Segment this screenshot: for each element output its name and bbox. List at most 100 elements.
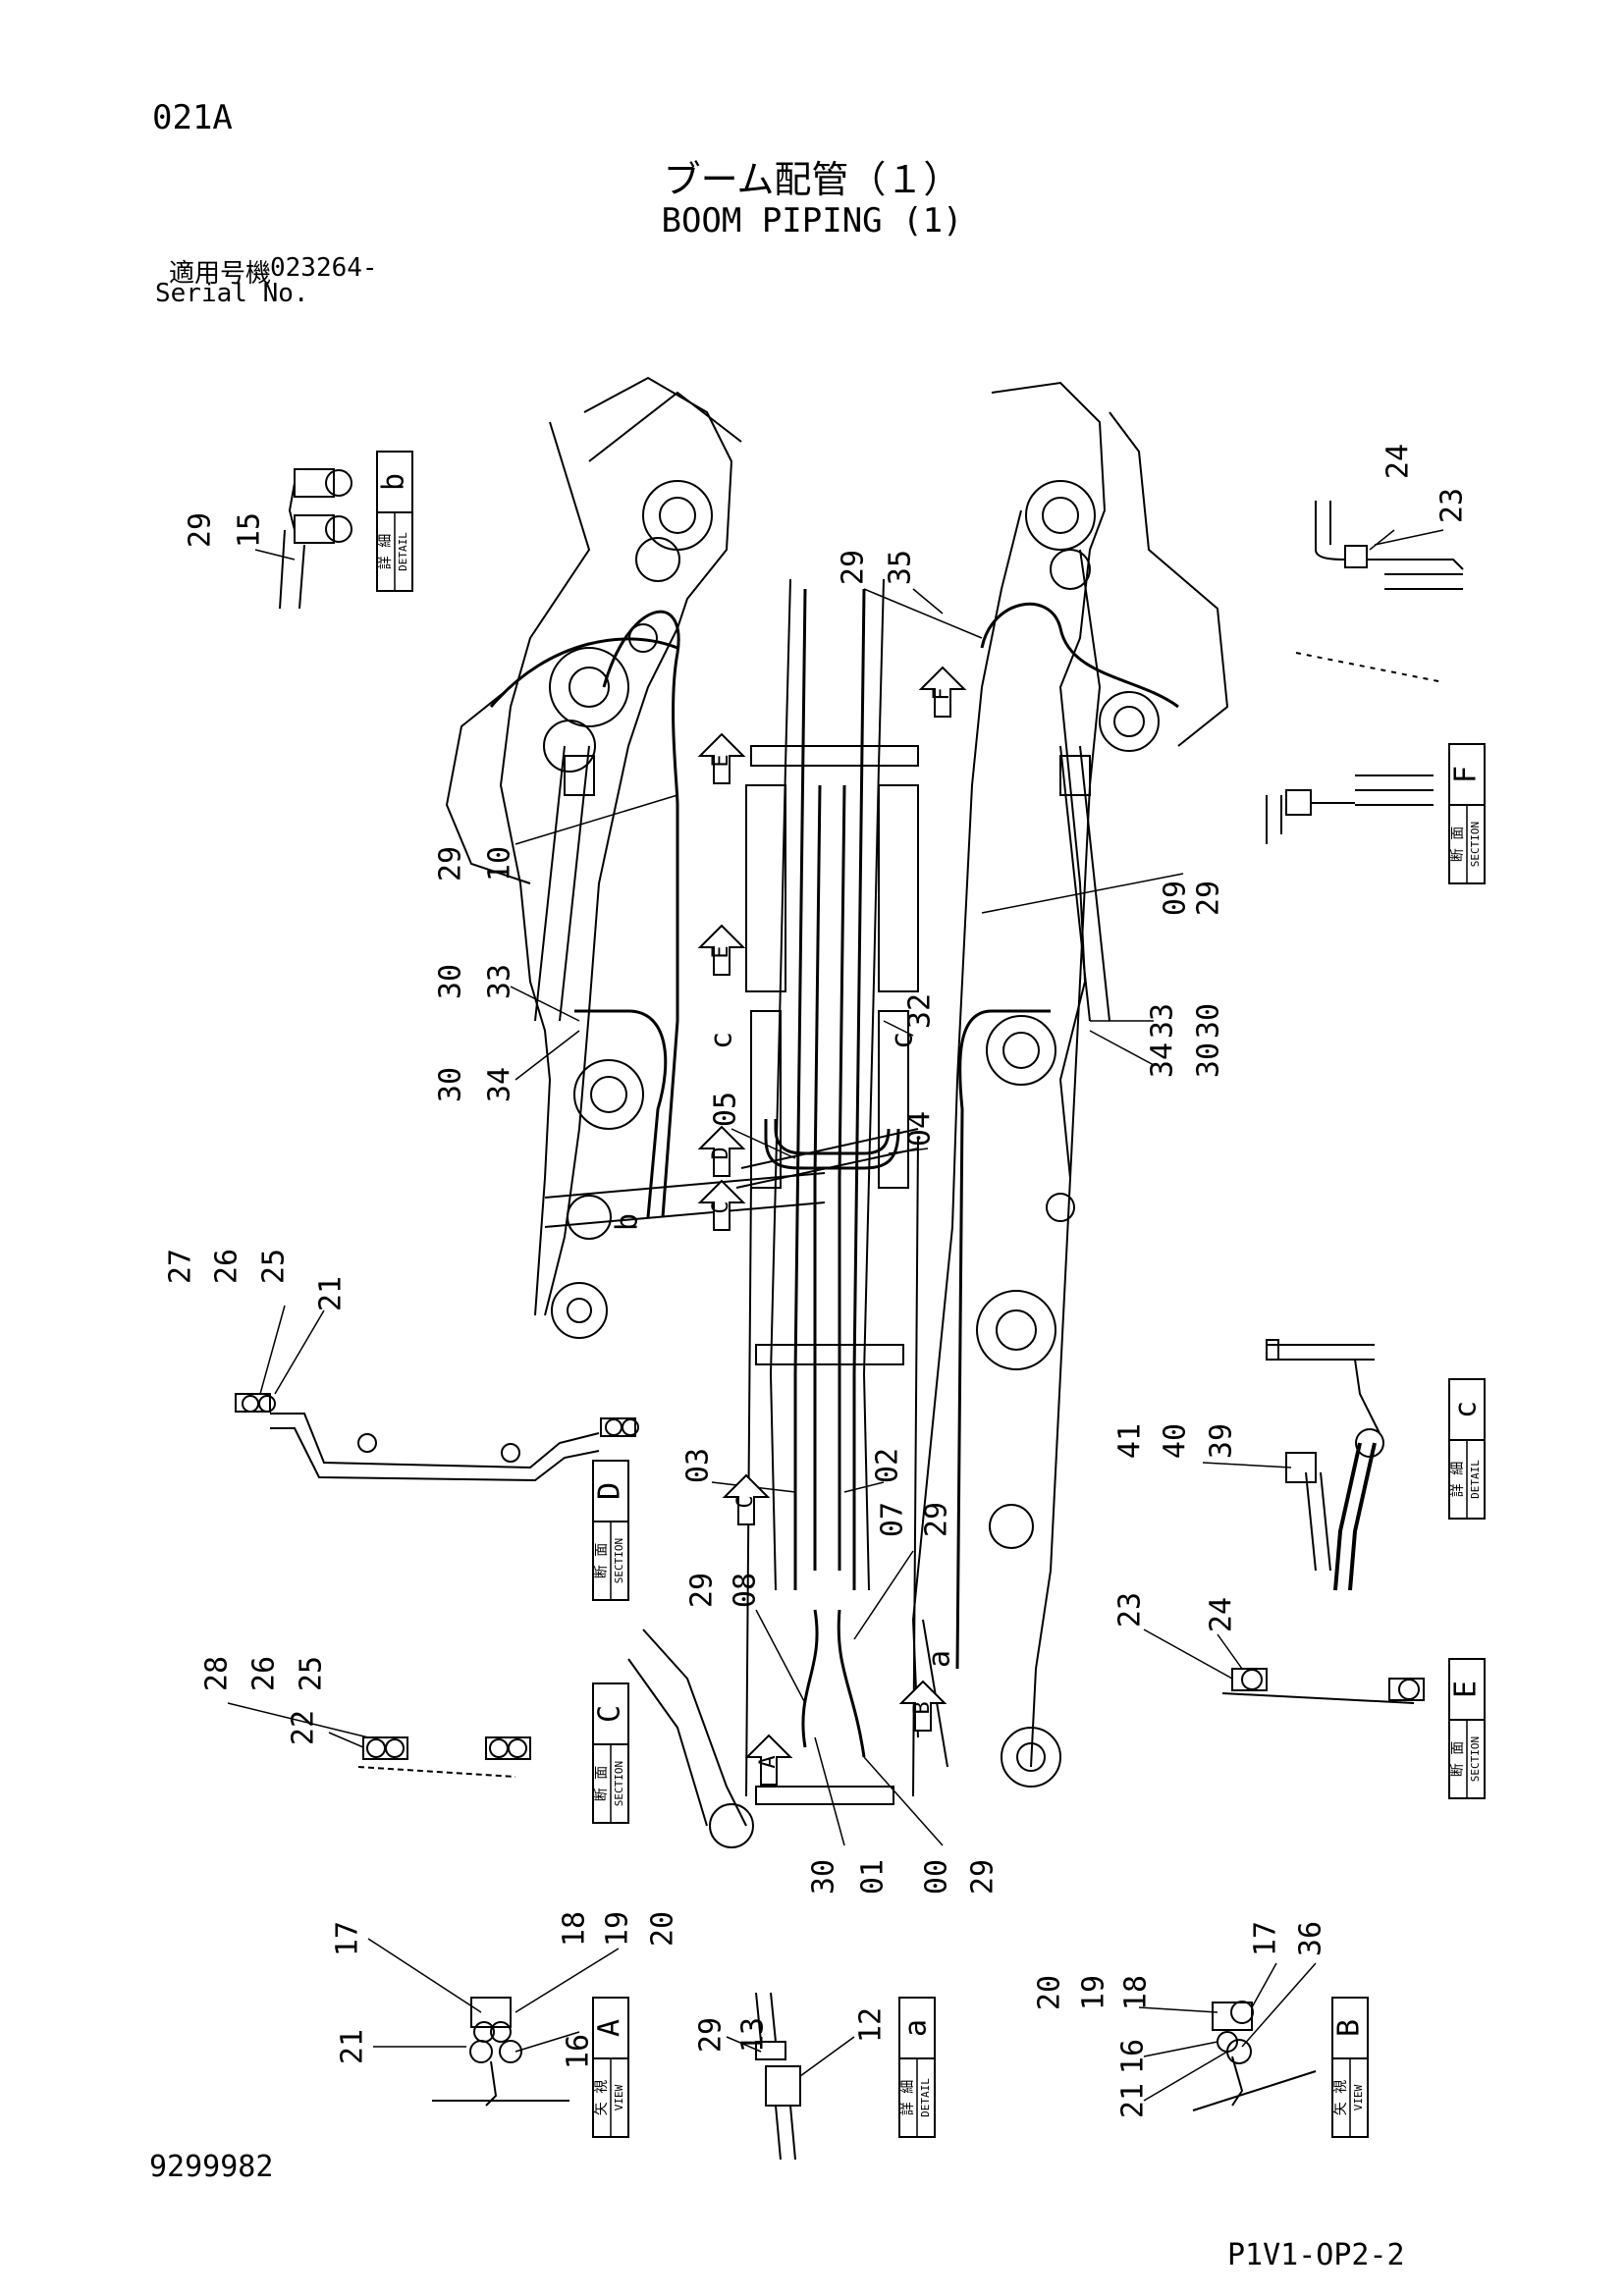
callout-number: 12 <box>854 2007 889 2043</box>
callout-number: 33 <box>483 964 517 999</box>
callout-number: 36 <box>1294 1921 1328 1956</box>
view-arrow-letter: E <box>709 754 733 767</box>
leader-line <box>981 873 1184 914</box>
leader-line <box>1143 2051 1228 2102</box>
title-box-letter: D <box>593 1482 627 1500</box>
callout-number: 29 <box>920 1502 954 1537</box>
view-arrow-C: C <box>722 1473 771 1525</box>
callout-number: 41 <box>1113 1423 1148 1459</box>
callout-number: 29 <box>184 512 218 548</box>
leader-line <box>1143 2041 1218 2057</box>
callout-number: 34 <box>1146 1042 1180 1078</box>
serial-number: 023264- <box>270 253 378 283</box>
callout-number: 32 <box>903 993 938 1029</box>
callout-number: 21 <box>1116 2083 1151 2118</box>
title-box-kind-en: VIEW <box>613 2084 625 2110</box>
title-box-letter: b <box>377 473 411 491</box>
callout-number: 03 <box>681 1448 716 1483</box>
callout-number: b <box>611 1213 645 1231</box>
leader-line <box>514 2031 580 2053</box>
callout-number: 29 <box>434 846 468 881</box>
callout-number: 02 <box>871 1448 905 1483</box>
callout-number: 30 <box>1192 1042 1226 1078</box>
callout-number: 23 <box>1113 1592 1148 1628</box>
callout-number: 27 <box>164 1249 198 1284</box>
title-box-kind-en: DETAIL <box>1469 1460 1482 1499</box>
callout-number: a <box>923 1650 957 1668</box>
callout-number: 19 <box>601 1911 635 1947</box>
detail-a-graphic <box>755 1992 801 2161</box>
view-arrow-D: D <box>697 1125 746 1177</box>
callout-number: 22 <box>287 1710 321 1745</box>
leader-line <box>328 1732 364 1748</box>
view-arrow-F: F <box>918 666 967 718</box>
leader-line <box>814 1736 845 1846</box>
title-box-letter: c <box>1449 1401 1484 1418</box>
title-box-kind-en: DETAIL <box>919 2078 932 2117</box>
leader-line <box>1143 1629 1233 1680</box>
callout-number: 10 <box>483 846 517 881</box>
leader-line <box>726 2036 762 2053</box>
callout-number: 29 <box>694 2017 729 2053</box>
leader-line <box>367 1938 482 2013</box>
right-boom-drawing <box>911 381 1229 1788</box>
title-box-kind-en: SECTION <box>613 1538 625 1583</box>
leader-line <box>514 1948 620 2013</box>
leader-line <box>1241 1962 1317 2048</box>
leader-line <box>1374 529 1444 546</box>
callout-number: 34 <box>483 1067 517 1102</box>
title-box-letter: E <box>1449 1681 1484 1698</box>
callout-number: 29 <box>685 1573 720 1608</box>
callout-number: 35 <box>884 550 918 585</box>
callout-number: 21 <box>314 1276 349 1311</box>
callout-number: 25 <box>295 1656 329 1691</box>
view-a-graphic <box>432 1997 569 2107</box>
view-arrow-C: C <box>697 1179 746 1231</box>
leader-line <box>1089 1030 1155 1066</box>
detail-c-graphic <box>1266 1339 1384 1591</box>
callout-number: 21 <box>336 2029 370 2064</box>
section-c-graphic <box>357 1736 531 1778</box>
view-arrow-letter: C <box>709 1201 733 1213</box>
callout-number: 29 <box>837 550 871 585</box>
detail-b-graphic <box>279 468 352 610</box>
leader-line <box>1138 2006 1218 2013</box>
leader-line <box>843 1481 885 1493</box>
callout-number: 09 <box>1159 881 1193 916</box>
leader-line <box>1217 1633 1243 1670</box>
callout-number: 17 <box>331 1921 365 1956</box>
leader-line <box>254 549 296 561</box>
callout-number: 24 <box>1205 1597 1239 1632</box>
callout-number: 20 <box>646 1911 680 1947</box>
title-box-letter: C <box>593 1705 627 1723</box>
leader-line <box>274 1309 325 1395</box>
title-box-kind-en: VIEW <box>1352 2084 1365 2110</box>
document-number: 9299982 <box>149 2150 274 2184</box>
callout-number: 07 <box>876 1502 910 1537</box>
left-boom-drawing <box>445 376 826 1339</box>
serial-label: Serial No. <box>155 279 309 308</box>
callout-number: 19 <box>1077 1975 1111 2010</box>
leader-line <box>731 1128 796 1159</box>
callout-number: 29 <box>966 1859 1001 1895</box>
callout-number: c <box>705 1032 739 1049</box>
title-box-kind-jp: 断 面 <box>1450 1741 1466 1777</box>
view-arrow-letter: C <box>733 1495 758 1508</box>
title-box-kind-jp: 断 面 <box>594 1543 610 1578</box>
title-box-kind-en: SECTION <box>1469 822 1482 867</box>
callout-number: 28 <box>200 1656 235 1691</box>
view-arrow-letter: E <box>709 945 733 958</box>
section-d-graphic <box>235 1393 639 1482</box>
callout-number: 30 <box>1192 1003 1226 1039</box>
leader-line <box>227 1702 369 1738</box>
callout-number: 23 <box>1435 488 1470 523</box>
callout-number: 40 <box>1159 1423 1193 1459</box>
view-arrow-E: E <box>697 924 746 976</box>
title-box-kind-jp: 矢 視 <box>594 2080 610 2115</box>
